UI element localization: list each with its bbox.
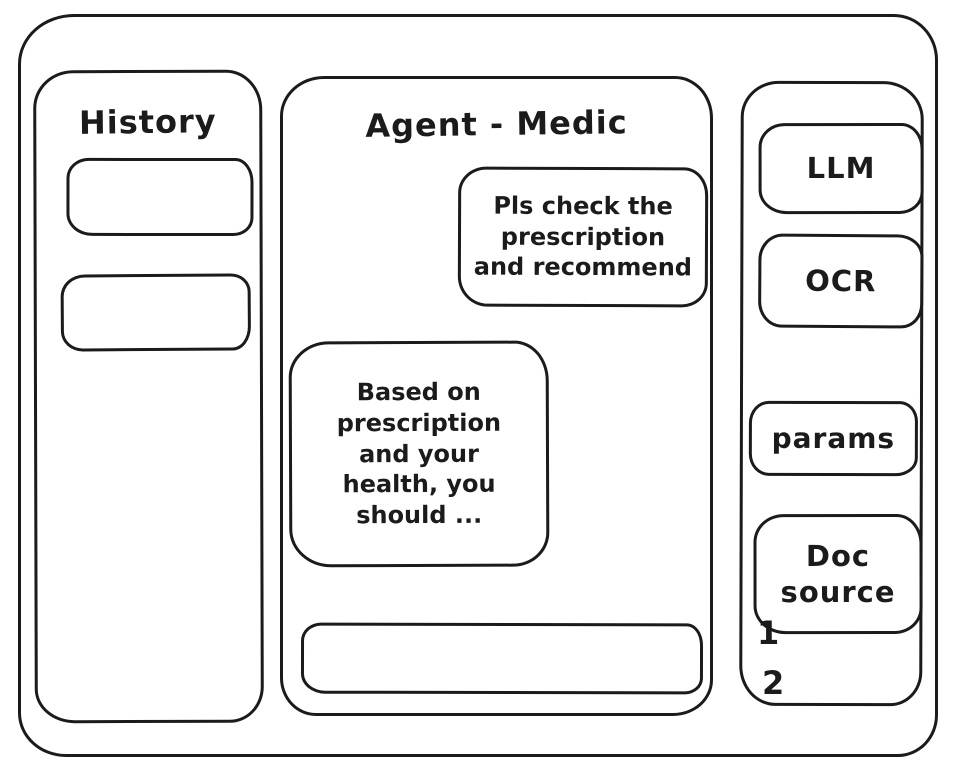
tools-panel: LLM OCR params Doc source xyxy=(739,80,924,707)
message-input[interactable] xyxy=(300,622,704,695)
llm-button[interactable]: LLM xyxy=(758,122,924,215)
history-title: History xyxy=(78,102,217,142)
user-message-bubble: Pls check the prescription and recommend xyxy=(457,166,709,308)
chat-panel: Agent - Medic Pls check the prescription… xyxy=(280,76,713,716)
history-item[interactable] xyxy=(60,273,252,352)
history-panel: History xyxy=(33,69,264,724)
ocr-button[interactable]: OCR xyxy=(758,233,924,329)
assistant-message-bubble: Based on prescription and your health, y… xyxy=(288,340,550,568)
params-button[interactable]: params xyxy=(748,400,918,477)
doc-source-item-number-2: 2 xyxy=(762,664,785,702)
window-frame: History Agent - Medic Pls check the pres… xyxy=(18,14,938,757)
history-item[interactable] xyxy=(66,157,254,237)
chat-title: Agent - Medic xyxy=(365,103,628,145)
doc-source-item-number-1: 1 xyxy=(757,614,780,652)
